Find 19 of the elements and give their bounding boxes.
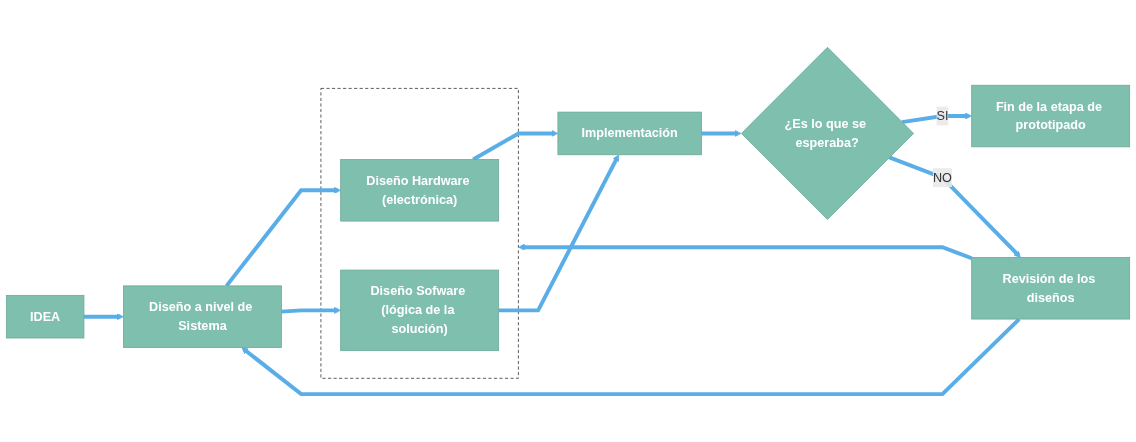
arrow: [83, 313, 124, 321]
node-box: Diseño a nivel de Sistema: [123, 285, 282, 349]
arrow: [701, 130, 742, 138]
arrow: [901, 112, 972, 125]
arrow: [224, 187, 341, 288]
edge-label: SI: [936, 109, 949, 123]
cluster: [320, 88, 519, 379]
arrow: [498, 154, 619, 313]
arrow: [281, 307, 341, 315]
node-box: Diseño Hardware (electrónica): [340, 159, 500, 222]
edge-label: NO: [932, 170, 952, 185]
node-box: IDEA: [5, 295, 85, 339]
node-box: Diseño Sofware (lógica de la solución): [340, 269, 500, 352]
arrow: [518, 244, 973, 261]
node-box: Fin de la etapa de prototipado: [971, 85, 1131, 148]
node-box: Implementación: [557, 112, 702, 156]
node-box: Revisión de los diseños: [971, 257, 1131, 320]
arrow: [888, 155, 1021, 259]
node-diamond: ¿Es lo que se esperaba?: [741, 47, 914, 221]
